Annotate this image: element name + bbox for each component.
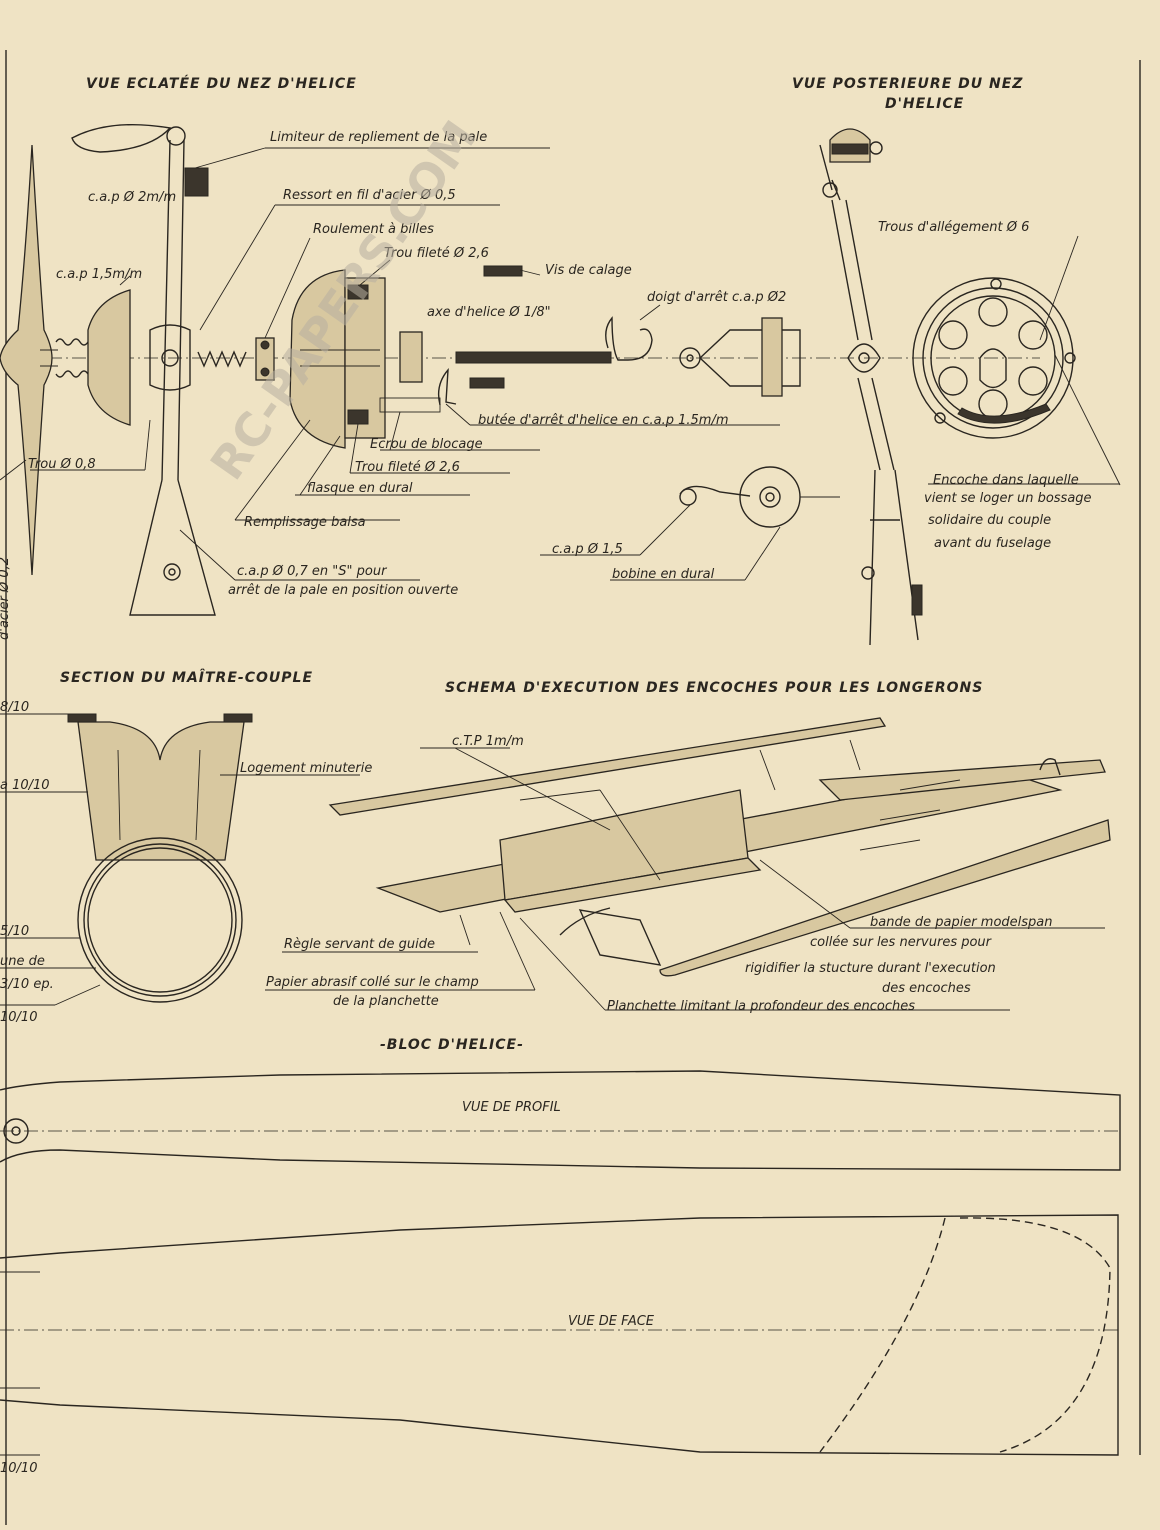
exploded-leader-lines	[30, 147, 780, 581]
prop-face-view	[0, 1214, 1119, 1456]
face-view-label: VUE DE FACE	[568, 1314, 655, 1329]
blade-hinge-arm	[71, 123, 216, 616]
hole-08-label: Trou Ø 0,8	[28, 457, 96, 472]
steel-spring	[197, 350, 247, 368]
sandpaper-label-line1: Papier abrasif collé sur le champ	[266, 975, 479, 990]
cap-15mm-label: c.a.p 1,5m/m	[56, 267, 142, 282]
spinner-half	[87, 289, 131, 426]
notch-label-line3: solidaire du couple	[928, 513, 1051, 528]
threaded-hole-bottom-label: Trou fileté Ø 2,6	[355, 460, 460, 475]
prop-axle-label: axe d'helice Ø 1/8"	[427, 305, 551, 320]
notch-schema-title: SCHEMA D'EXECUTION DES ENCOCHES POUR LES…	[445, 680, 983, 696]
section-thickness-3-10: 3/10 ep.	[0, 977, 54, 992]
balsa-fill-label: Remplissage balsa	[244, 515, 366, 530]
dural-bobbin-label: bobine en dural	[612, 567, 715, 582]
sandpaper-label-line2: de la planchette	[333, 994, 439, 1009]
stop-finger-label: doigt d'arrêt c.a.p Ø2	[647, 290, 786, 305]
prop-stop-label: butée d'arrêt d'helice en c.a.p 1.5m/m	[478, 413, 729, 428]
rear-blade-arm	[819, 128, 923, 646]
set-screw-label: Vis de calage	[545, 263, 632, 278]
side-steel-label: d'acier Ø 0,2	[0, 557, 12, 640]
section-thickness-10-10: a 10/10	[0, 778, 50, 793]
section-thickness-5-10: 5/10	[0, 924, 29, 939]
schema-leader-lines	[265, 747, 1105, 1011]
s-wire-label-line2: arrêt de la pale en position ouverte	[228, 583, 458, 598]
bottom-thickness-label: 10/10	[0, 1461, 37, 1476]
section-thickness-10-10b: 10/10	[0, 1010, 37, 1025]
section-thickness-8-10: 8/10	[0, 700, 29, 715]
exploded-view-title: VUE ECLATÉE DU NEZ D'HELICE	[86, 75, 357, 92]
bearing-label: Roulement à billes	[313, 222, 434, 237]
prop-profile-view	[0, 1070, 1121, 1171]
limiter-label: Limiteur de repliement de la pale	[270, 130, 487, 145]
dural-bobbin	[679, 466, 840, 528]
ctp-label: c.T.P 1m/m	[452, 734, 524, 749]
master-section-title: SECTION DU MAÎTRE-COUPLE	[60, 669, 313, 686]
cap-2mm-label: c.a.p Ø 2m/m	[88, 190, 176, 205]
s-wire-label-line1: c.a.p Ø 0,7 en "S" pour	[237, 564, 388, 579]
modelspan-label-line1: bande de papier modelspan	[870, 915, 1053, 930]
notch-label-line2: vient se loger un bossage	[924, 491, 1092, 506]
rear-view-title-line1: VUE POSTERIEURE DU NEZ	[792, 76, 1023, 92]
lock-nut-label: Ecrou de blocage	[370, 437, 483, 452]
notch-label-line1: Encoche dans laquelle	[933, 473, 1079, 488]
rear-hub-disc	[912, 277, 1076, 439]
rear-leader-lines	[540, 235, 1121, 581]
spring-label: Ressort en fil d'acier Ø 0,5	[283, 188, 456, 203]
prop-block-title: -BLOC D'HELICE-	[380, 1037, 524, 1053]
master-section-drawing	[0, 713, 360, 1006]
propeller-edge-view	[0, 144, 1040, 576]
clevis-fitting	[679, 317, 801, 397]
modelspan-label-line3: rigidifier la stucture durant l'executio…	[745, 961, 996, 976]
notch-label-line4: avant du fuselage	[934, 536, 1051, 551]
dural-flange-label: flasque en dural	[307, 481, 413, 496]
guide-rule-label: Règle servant de guide	[284, 937, 435, 952]
notch-schema-drawing	[328, 717, 1111, 977]
rear-cap-15-label: c.a.p Ø 1,5	[552, 542, 623, 557]
board-label: Planchette limitant la profondeur des en…	[607, 999, 915, 1014]
modelspan-label-line4: des encoches	[882, 981, 971, 996]
profile-view-label: VUE DE PROFIL	[462, 1100, 561, 1115]
section-label-une-de: une de	[0, 954, 45, 969]
lightening-holes-label: Trous d'allégement Ø 6	[878, 220, 1029, 235]
modelspan-label-line2: collée sur les nervures pour	[810, 935, 993, 950]
timer-housing-label: Logement minuterie	[240, 761, 372, 776]
rear-view-title-line2: D'HELICE	[885, 96, 964, 112]
threaded-hole-top-label: Trou fileté Ø 2,6	[384, 246, 489, 261]
prop-axle	[379, 265, 653, 413]
spinner-body	[289, 269, 423, 449]
